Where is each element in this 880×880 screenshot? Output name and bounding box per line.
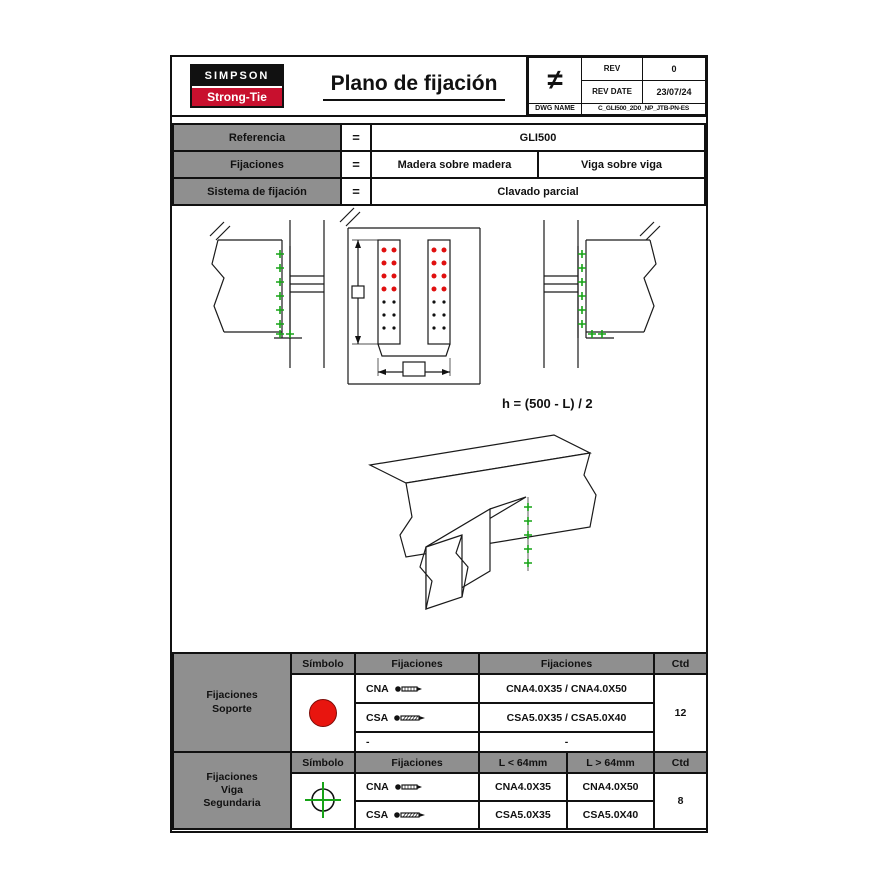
table-row: CNA CNA4.0X35 CNA4.0X50 8 [173, 772, 708, 830]
logo-cell: SIMPSON Strong-Tie [172, 57, 302, 115]
support-fixings-table: Fijaciones Soporte Símbolo Fijaciones Fi… [172, 652, 708, 753]
logo-strongtie-text: Strong-Tie [192, 86, 282, 106]
side-view-left [209, 220, 325, 368]
simpson-strongtie-logo: SIMPSON Strong-Tie [190, 64, 284, 108]
secondary-beam-fixings-table: Fijaciones Viga Segundaria Símbolo Fijac… [172, 751, 708, 830]
title-block: SIMPSON Strong-Tie Plano de fijación ≠ R… [172, 57, 706, 117]
height-formula: h = (500 - L) / 2 [502, 396, 593, 411]
fixing-value: - [478, 731, 655, 753]
col-header-fijaciones: Fijaciones [354, 652, 480, 675]
revision-block: ≠ REV 0 REV DATE 23/07/24 DWG NAME C_GLI… [526, 57, 706, 116]
fixing-value: CSA5.0X40 [566, 800, 655, 830]
nail-icon [394, 784, 422, 790]
reference-info: Referencia = GLI500 Fijaciones = Madera … [172, 123, 706, 206]
screw-icon [394, 714, 426, 721]
col-header-simbolo: Símbolo [290, 751, 356, 774]
dwg-name-value: C_GLI500_2D0_NP_JTB-PN-ES [581, 102, 706, 116]
equals-sign: = [340, 123, 372, 152]
fixing-value: CSA5.0X35 / CSA5.0X40 [478, 702, 655, 733]
info-row-sistema: Sistema de fijación = Clavado parcial [172, 177, 706, 206]
beam-symbol-cell [290, 772, 356, 830]
technical-drawing-area: h = (500 - L) / 2 [172, 206, 706, 652]
screw-icon [394, 812, 426, 818]
fixing-code: - [366, 736, 370, 748]
crosshair-symbol-icon [305, 781, 341, 818]
fixing-code: CSA [366, 711, 389, 724]
support-table-label: Fijaciones Soporte [172, 652, 292, 753]
fixing-value: CNA4.0X35 / CNA4.0X50 [478, 673, 655, 704]
projection-symbol-icon: ≠ [528, 57, 582, 104]
beam-table-label: Fijaciones Viga Segundaria [172, 751, 292, 830]
fijaciones-label: Fijaciones [172, 150, 342, 179]
table-row: CSA CSA5.0X35 CSA5.0X40 [173, 800, 707, 830]
red-circle-symbol-icon [309, 699, 337, 727]
equals-sign: = [340, 150, 372, 179]
table-row: CSA CSA5.0X35 / CSA5.0X40 [173, 702, 707, 733]
table-row: - - [173, 731, 707, 753]
fixing-value: CNA4.0X35 [478, 772, 568, 802]
fixing-value: CSA5.0X35 [478, 800, 568, 830]
sistema-label: Sistema de fijación [172, 177, 342, 206]
isometric-view [368, 434, 597, 611]
fijaciones-value-1: Madera sobre madera [370, 150, 539, 179]
col-header-l-large: L > 64mm [566, 751, 655, 774]
support-symbol-cell [290, 673, 356, 753]
support-ctd-value: 12 [653, 673, 708, 753]
fixing-code: CSA [366, 809, 389, 821]
fixing-code: CNA [366, 682, 389, 695]
side-view-right [543, 220, 661, 368]
sistema-value: Clavado parcial [370, 177, 706, 206]
fijaciones-value-2: Viga sobre viga [537, 150, 706, 179]
nail-icon [394, 685, 422, 692]
col-header-ctd: Ctd [653, 751, 708, 774]
table-row: CNA CNA4.0X35 / CNA4.0X50 12 [173, 673, 708, 753]
fixing-value: CNA4.0X50 [566, 772, 655, 802]
col-header-fijaciones: Fijaciones [478, 652, 655, 675]
info-row-fijaciones: Fijaciones = Madera sobre madera Viga so… [172, 150, 706, 179]
technical-drawing: h = (500 - L) / 2 [209, 207, 661, 611]
rev-value: 0 [642, 57, 706, 81]
drawing-sheet: SIMPSON Strong-Tie Plano de fijación ≠ R… [170, 55, 708, 833]
col-header-ctd: Ctd [653, 652, 708, 675]
front-view-center [339, 207, 481, 385]
col-header-simbolo: Símbolo [290, 652, 356, 675]
equals-sign: = [340, 177, 372, 206]
rev-date-value: 23/07/24 [642, 79, 706, 104]
col-header-fijaciones: Fijaciones [354, 751, 480, 774]
referencia-value: GLI500 [370, 123, 706, 152]
title-cell: Plano de fijación [302, 57, 526, 115]
rev-label: REV [581, 57, 643, 81]
beam-ctd-value: 8 [653, 772, 708, 830]
logo-simpson-text: SIMPSON [192, 66, 282, 86]
fixing-code: CNA [366, 781, 389, 793]
referencia-label: Referencia [172, 123, 342, 152]
rev-date-label: REV DATE [581, 79, 643, 104]
info-row-referencia: Referencia = GLI500 [172, 123, 706, 152]
col-header-l-small: L < 64mm [478, 751, 568, 774]
page-title: Plano de fijación [322, 72, 506, 101]
dwg-name-label: DWG NAME [528, 102, 582, 116]
